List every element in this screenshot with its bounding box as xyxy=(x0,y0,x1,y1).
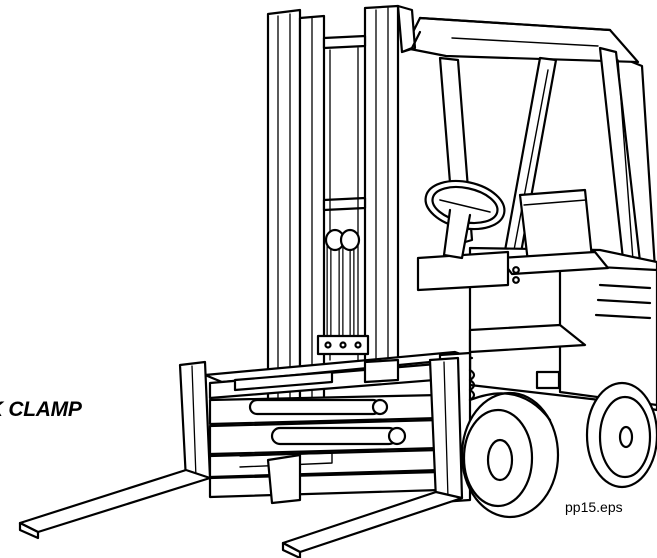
rear-wheel xyxy=(585,381,657,489)
body-chassis xyxy=(416,188,657,412)
figure-caption: K CLAMP xyxy=(0,398,82,421)
mast-base xyxy=(266,358,400,505)
front-wheel xyxy=(460,391,560,519)
file-label: pp15.eps xyxy=(565,499,623,515)
lift-chains xyxy=(316,228,370,356)
right-fork xyxy=(281,356,464,558)
overhead-guard xyxy=(403,16,657,307)
clamp-carriage xyxy=(203,350,476,504)
mast xyxy=(266,4,422,462)
steering-wheel-icon xyxy=(424,179,506,260)
left-fork xyxy=(18,360,212,540)
